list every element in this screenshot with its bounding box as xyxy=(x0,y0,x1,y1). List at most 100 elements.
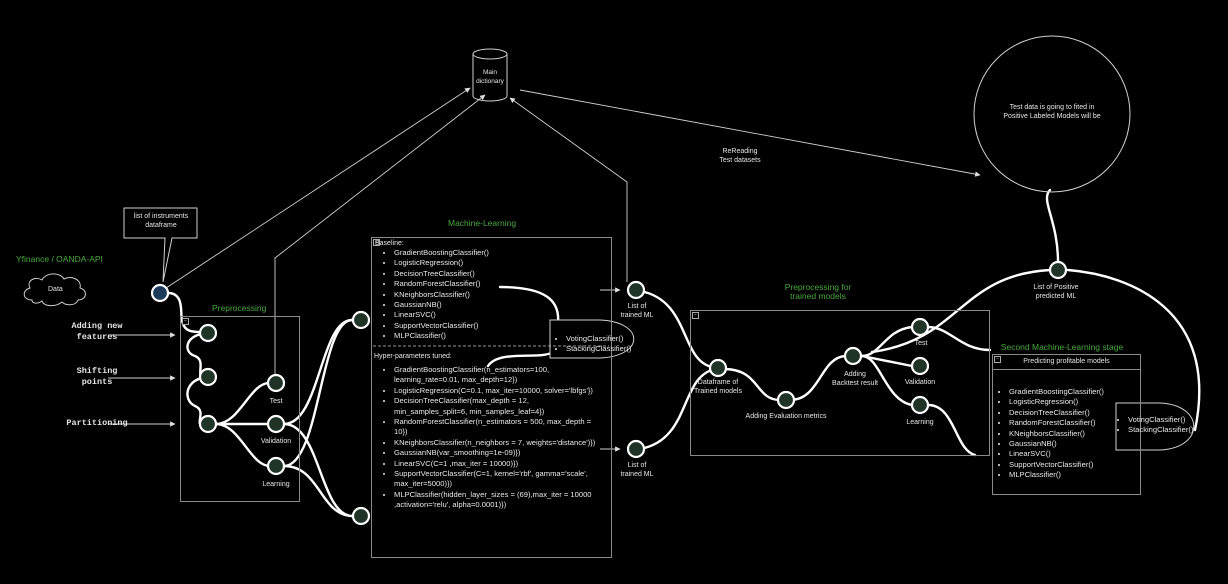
data-cloud-label: Data xyxy=(48,286,63,293)
baseline-model-item: LogisticRegression() xyxy=(394,258,574,268)
database-icon xyxy=(472,48,508,102)
baseline-header: Baseline: xyxy=(375,240,404,247)
second-ml-collapse-icon[interactable]: − xyxy=(994,356,1001,363)
pt-validation-node[interactable] xyxy=(910,356,930,376)
preprocessing-title: Preprocessing xyxy=(212,303,267,313)
tuned-model-item: KNeighborsClassifier(n_neighbors = 7, we… xyxy=(394,438,602,448)
pre-validation-label: Validation xyxy=(260,438,292,445)
pretrained-collapse-icon[interactable]: − xyxy=(692,312,699,319)
tuned-header: Hyper-parameters tuned: xyxy=(374,353,452,360)
ensemble-item: VotingClassifier() xyxy=(1128,415,1193,425)
partitioning-node[interactable] xyxy=(198,414,218,434)
data-cloud-shape xyxy=(23,273,86,307)
tuned-model-item: SupportVectorClassifier(C=1, kernel='rbf… xyxy=(394,469,602,490)
ensemble-blob-1 xyxy=(549,319,635,359)
second-ml-header: Predicting profitable models xyxy=(1023,358,1110,365)
baseline-model-item: LinearSVC() xyxy=(394,310,574,320)
pt-test-node[interactable] xyxy=(910,317,930,337)
ensemble-item: VotingClassifier() xyxy=(566,334,631,344)
source-node[interactable] xyxy=(150,283,170,303)
list-trained-top-node[interactable] xyxy=(626,280,646,300)
second-model-item: RandomForestClassifier() xyxy=(1009,418,1104,428)
ensemble-2-text: VotingClassifier()StackingClassifier() xyxy=(1118,415,1193,436)
preprocessing-collapse-icon[interactable]: − xyxy=(182,318,189,325)
pt-validation-label: Validation xyxy=(904,379,936,386)
ml-title: Machine-Learning xyxy=(448,218,517,228)
ml-collapse-icon[interactable]: − xyxy=(373,239,380,246)
second-model-item: GaussianNB() xyxy=(1009,439,1104,449)
second-ml-box xyxy=(992,354,1141,495)
second-ml-list-wrap: GradientBoostingClassifier()LogisticRegr… xyxy=(993,387,1104,481)
ensemble-item: StackingClassifier() xyxy=(1128,425,1193,435)
second-model-item: LinearSVC() xyxy=(1009,449,1104,459)
second-model-item: GradientBoostingClassifier() xyxy=(1009,387,1104,397)
list-trained-bottom-node[interactable] xyxy=(626,439,646,459)
tuned-model-item: RandomForestClassifier(n_estimators = 50… xyxy=(394,417,602,438)
baseline-model-item: MLPClassifier() xyxy=(394,331,574,341)
preprocessing-box xyxy=(180,316,300,502)
baseline-model-item: SupportVectorClassifier() xyxy=(394,321,574,331)
baseline-list: GradientBoostingClassifier()LogisticRegr… xyxy=(374,248,574,342)
baseline-model-item: KNeighborsClassifier() xyxy=(394,290,574,300)
ml-input-node-top[interactable] xyxy=(351,310,371,330)
ml-tuned-section: Hyper-parameters tuned: GradientBoosting… xyxy=(374,352,610,511)
callout-shape xyxy=(123,207,198,283)
adding-features-node[interactable] xyxy=(198,323,218,343)
dataframe-node[interactable] xyxy=(708,358,728,378)
second-model-item: KNeighborsClassifier() xyxy=(1009,429,1104,439)
thick-connectors xyxy=(166,188,1201,518)
thin-arrows xyxy=(108,87,981,452)
ml-baseline-section: Baseline: GradientBoostingClassifier()Lo… xyxy=(374,239,574,342)
tuned-model-item: MLPClassifier(hidden_layer_sizes = (69),… xyxy=(394,490,602,511)
second-ml-title: Second Machine-Learning stage xyxy=(1000,342,1124,352)
positive-node[interactable] xyxy=(1048,260,1068,280)
tuned-model-item: GaussianNB(var_smoothing=1e-09)}) xyxy=(394,448,602,458)
tuned-model-item: GradientBoostingClassifier(n_estimators=… xyxy=(394,365,602,386)
backtest-node[interactable] xyxy=(843,346,863,366)
pre-validation-node[interactable] xyxy=(266,414,286,434)
ensemble-blob-2 xyxy=(1115,402,1195,451)
ensemble-1-text: VotingClassifier()StackingClassifier() xyxy=(554,334,631,355)
pre-learning-node[interactable] xyxy=(266,456,286,476)
step-partitioning: Partitioning xyxy=(66,418,128,428)
ml-input-node-bottom[interactable] xyxy=(351,506,371,526)
second-model-item: MLPClassifier() xyxy=(1009,470,1104,480)
tuned-model-item: LinearSVC(C=1 ,max_iter = 10000)}) xyxy=(394,459,602,469)
baseline-model-item: DecisionTreeClassifier() xyxy=(394,269,574,279)
ml-box xyxy=(371,237,612,558)
test-data-circle xyxy=(973,35,1131,193)
second-model-item: LogisticRegression() xyxy=(1009,397,1104,407)
ensemble-item: StackingClassifier() xyxy=(566,344,631,354)
tuned-model-item: LogisticRegression(C=0.1, max_iter=10000… xyxy=(394,386,602,396)
pt-learning-label: Learning xyxy=(906,419,934,426)
second-model-item: DecisionTreeClassifier() xyxy=(1009,408,1104,418)
tuned-list: GradientBoostingClassifier(n_estimators=… xyxy=(374,365,610,511)
baseline-model-item: RandomForestClassifier() xyxy=(394,279,574,289)
pre-test-node[interactable] xyxy=(266,373,286,393)
shifting-node[interactable] xyxy=(198,367,218,387)
pre-test-label: Test xyxy=(269,398,283,405)
second-ml-header-line xyxy=(993,369,1140,370)
tuned-model-item: DecisionTreeClassifier(max_depth = 12, m… xyxy=(394,396,602,417)
pipeline-nodes xyxy=(150,260,1068,526)
eval-node[interactable] xyxy=(776,390,796,410)
pt-learning-node[interactable] xyxy=(910,395,930,415)
second-model-item: SupportVectorClassifier() xyxy=(1009,460,1104,470)
pre-learning-label: Learning xyxy=(262,481,290,488)
baseline-model-item: GaussianNB() xyxy=(394,300,574,310)
pretrained-box xyxy=(690,310,990,456)
source-title: Yfinance / OANDA-API xyxy=(16,254,103,264)
eval-label: Adding Evaluation metrics xyxy=(745,413,827,420)
